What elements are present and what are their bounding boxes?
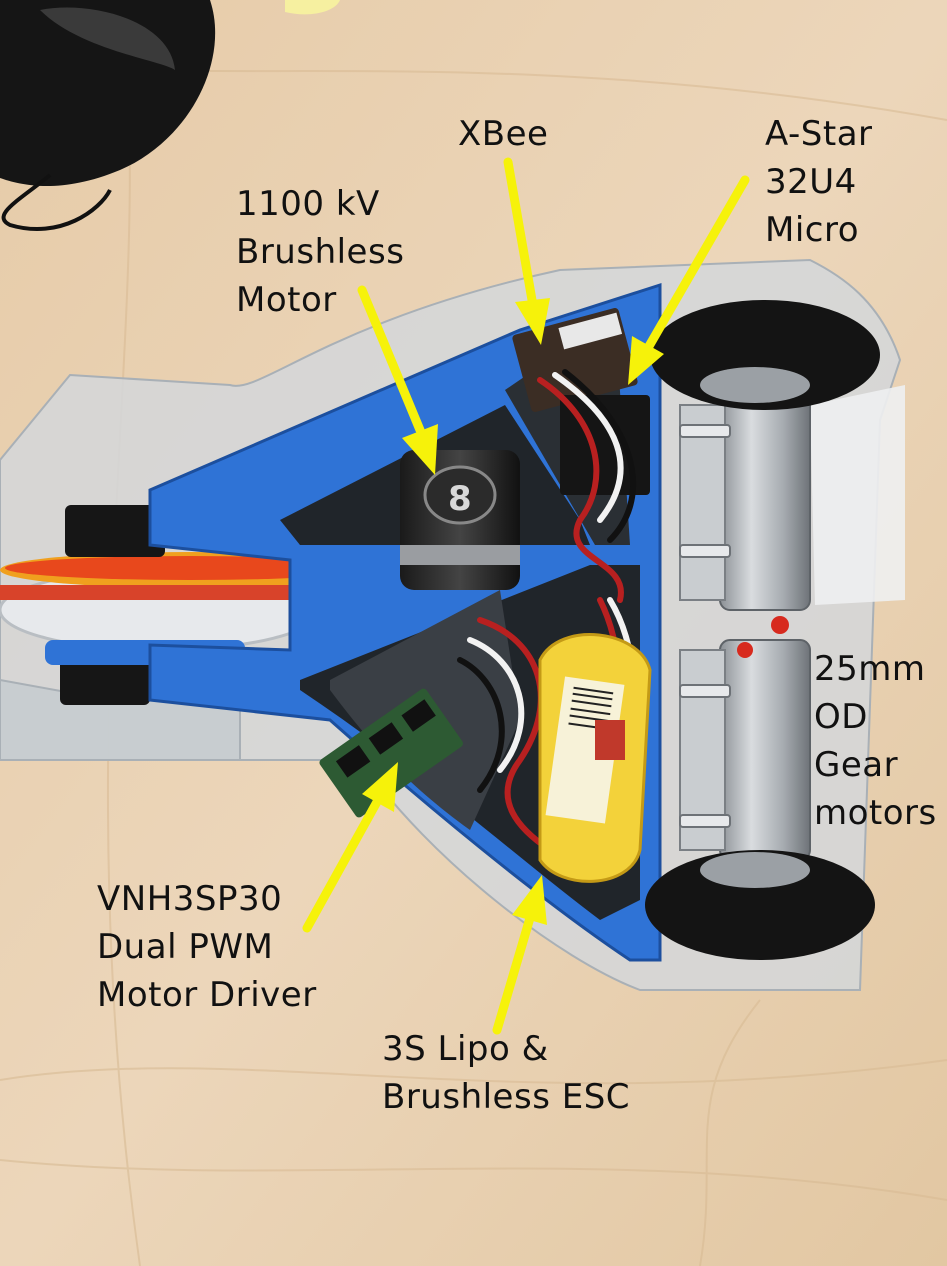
motor-driver-board [319, 688, 463, 818]
wheel-bottom [645, 850, 875, 960]
label-brushless-motor: 1100 kV Brushless Motor [236, 184, 405, 320]
paper-sheet [810, 385, 905, 605]
arrow-brushless-motor [357, 285, 438, 475]
arrow-xbee [503, 157, 550, 345]
drive-pulley [0, 552, 500, 652]
sticky-note [285, 0, 340, 15]
brushless-motor: 8 [400, 450, 520, 590]
label-motor-driver: VNH3SP30 Dual PWM Motor Driver [97, 879, 317, 1015]
wheel-top [650, 300, 880, 410]
lipo-battery [538, 633, 652, 883]
annotation-arrows [302, 157, 750, 1035]
label-gear-motors: 25mm OD Gear motors [814, 649, 937, 833]
computer-mouse [0, 0, 216, 232]
label-lipo-esc: 3S Lipo & Brushless ESC [382, 1029, 631, 1117]
arrow-astar [628, 175, 750, 385]
svg-text:8: 8 [448, 479, 472, 519]
left-mount-block-top [65, 505, 165, 557]
gear-motors [679, 389, 811, 861]
label-astar: A-Star 32U4 Micro [765, 114, 873, 250]
arrow-lipo [492, 875, 547, 1035]
arrow-motor-driver [302, 762, 398, 933]
label-xbee: XBee [458, 114, 549, 154]
